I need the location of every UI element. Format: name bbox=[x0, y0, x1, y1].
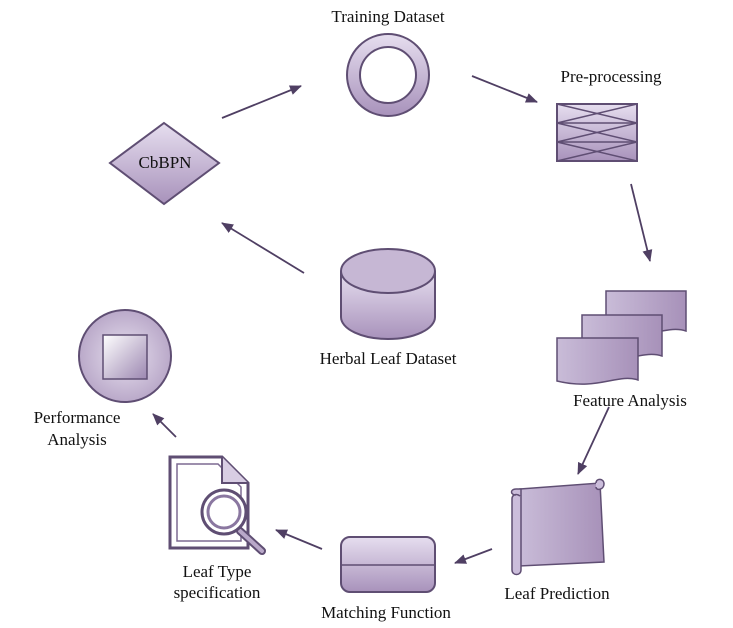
arrow-herbal-to-cbbpn bbox=[221, 222, 305, 274]
feature-analysis-icon bbox=[556, 290, 687, 385]
pre-processing-icon bbox=[556, 103, 638, 162]
pre-processing-label: Pre-processing bbox=[560, 67, 662, 86]
flow-arrows bbox=[152, 75, 653, 564]
feature-analysis-label: Feature Analysis bbox=[573, 391, 687, 410]
training-dataset-icon bbox=[346, 33, 430, 117]
leaf-prediction-scroll-icon bbox=[510, 478, 605, 576]
leaf-type-search-icon bbox=[168, 455, 266, 555]
performance-analysis-label-line2: Analysis bbox=[47, 430, 107, 449]
performance-analysis-icon bbox=[78, 309, 172, 403]
matching-function-label: Matching Function bbox=[321, 603, 451, 622]
leaf-type-label-line1: Leaf Type bbox=[182, 562, 252, 581]
performance-analysis-label-line1: Performance bbox=[33, 408, 121, 427]
arrow-prediction-to-matching bbox=[454, 548, 493, 564]
cbbpn-diamond bbox=[108, 121, 221, 206]
herbal-leaf-dataset-label: Herbal Leaf Dataset bbox=[319, 349, 457, 368]
arrow-preprocessing-to-feature bbox=[630, 183, 653, 262]
arrow-feature-to-prediction bbox=[577, 406, 610, 475]
arrow-leaftype-to-performance bbox=[152, 413, 177, 438]
cbbpn-label: CbBPN bbox=[138, 153, 192, 172]
arrow-training-to-preprocessing bbox=[471, 75, 538, 103]
training-dataset-label: Training Dataset bbox=[331, 7, 445, 26]
leaf-type-label-line2: specification bbox=[173, 583, 261, 602]
herbal-leaf-dataset-icon bbox=[340, 248, 436, 340]
matching-function-icon bbox=[340, 536, 436, 593]
arrow-matching-to-leaftype bbox=[275, 529, 323, 550]
leaf-prediction-label: Leaf Prediction bbox=[504, 584, 610, 603]
arrow-cbbpn-to-training bbox=[221, 85, 302, 119]
